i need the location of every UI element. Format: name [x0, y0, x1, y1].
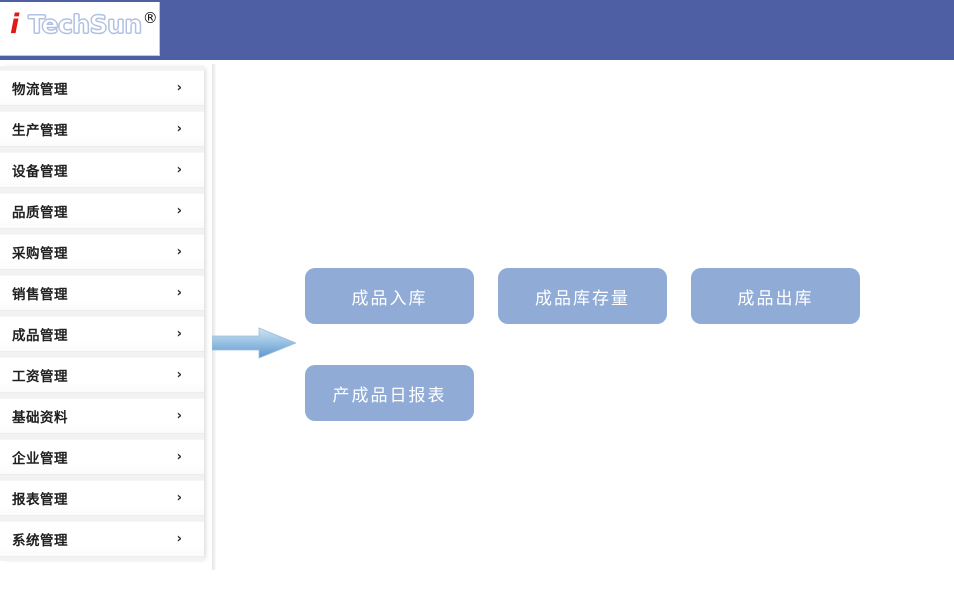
- button-finished-goods-stock[interactable]: 成品库存量: [498, 268, 667, 324]
- button-label: 成品库存量: [535, 288, 630, 309]
- logo-wordmark: TechSun: [28, 10, 143, 40]
- module-button-row: 产成品日报表: [305, 365, 905, 421]
- registered-trademark-icon: ®: [142, 9, 158, 27]
- button-finished-goods-outbound[interactable]: 成品出库: [691, 268, 860, 324]
- button-label: 产成品日报表: [332, 385, 447, 406]
- main-content: [216, 60, 954, 593]
- logo-i-mark: i: [10, 9, 20, 40]
- button-label: 成品出库: [737, 288, 814, 309]
- sidebar-item-label: 系统管理: [12, 533, 68, 549]
- logo-box: i TechSun ®: [0, 2, 160, 56]
- sidebar-item-label: 工资管理: [12, 369, 68, 385]
- sidebar-item-label: 报表管理: [12, 492, 68, 508]
- chevron-right-icon: ›: [176, 449, 182, 465]
- sidebar-item-label: 品质管理: [12, 205, 68, 221]
- sidebar-item-equipment-management[interactable]: 设备管理 ›: [0, 152, 204, 188]
- sidebar-item-label: 生产管理: [12, 123, 68, 139]
- sidebar-item-sales-management[interactable]: 销售管理 ›: [0, 275, 204, 311]
- chevron-right-icon: ›: [176, 203, 182, 219]
- sidebar-item-production-management[interactable]: 生产管理 ›: [0, 111, 204, 147]
- chevron-right-icon: ›: [176, 285, 182, 301]
- sidebar-content-divider: [212, 64, 216, 570]
- button-finished-goods-inbound[interactable]: 成品入库: [305, 268, 474, 324]
- sidebar-item-finished-goods-management[interactable]: 成品管理 ›: [0, 316, 204, 352]
- button-finished-goods-daily-report[interactable]: 产成品日报表: [305, 365, 474, 421]
- sidebar-nav: 物流管理 › 生产管理 › 设备管理 › 品质管理 › 采购管理 › 销售管理 …: [0, 66, 204, 561]
- sidebar-item-enterprise-management[interactable]: 企业管理 ›: [0, 439, 204, 475]
- sidebar-item-label: 采购管理: [12, 246, 68, 262]
- module-button-row: 成品入库 成品库存量 成品出库: [305, 268, 905, 324]
- sidebar-item-label: 企业管理: [12, 451, 68, 467]
- chevron-right-icon: ›: [176, 244, 182, 260]
- chevron-right-icon: ›: [176, 162, 182, 178]
- app-header: i TechSun ®: [0, 0, 954, 60]
- sidebar-item-label: 物流管理: [12, 82, 68, 98]
- sidebar-item-basic-data[interactable]: 基础资料 ›: [0, 398, 204, 434]
- chevron-right-icon: ›: [176, 490, 182, 506]
- sidebar-item-quality-management[interactable]: 品质管理 ›: [0, 193, 204, 229]
- chevron-right-icon: ›: [176, 367, 182, 383]
- button-label: 成品入库: [351, 288, 428, 309]
- sidebar-item-label: 基础资料: [12, 410, 68, 426]
- sidebar-item-report-management[interactable]: 报表管理 ›: [0, 480, 204, 516]
- module-button-grid: 成品入库 成品库存量 成品出库 产成品日报表: [305, 268, 905, 421]
- sidebar-item-system-management[interactable]: 系统管理 ›: [0, 521, 204, 557]
- right-arrow-icon: [212, 327, 296, 359]
- sidebar-item-label: 成品管理: [12, 328, 68, 344]
- sidebar-item-purchasing-management[interactable]: 采购管理 ›: [0, 234, 204, 270]
- chevron-right-icon: ›: [176, 121, 182, 137]
- sidebar-item-label: 设备管理: [12, 164, 68, 180]
- sidebar-item-logistics-management[interactable]: 物流管理 ›: [0, 70, 204, 106]
- chevron-right-icon: ›: [176, 408, 182, 424]
- chevron-right-icon: ›: [176, 80, 182, 96]
- sidebar-item-label: 销售管理: [12, 287, 68, 303]
- chevron-right-icon: ›: [176, 531, 182, 547]
- sidebar-item-payroll-management[interactable]: 工资管理 ›: [0, 357, 204, 393]
- techsun-logo: i TechSun ®: [10, 10, 158, 40]
- chevron-right-icon: ›: [176, 326, 182, 342]
